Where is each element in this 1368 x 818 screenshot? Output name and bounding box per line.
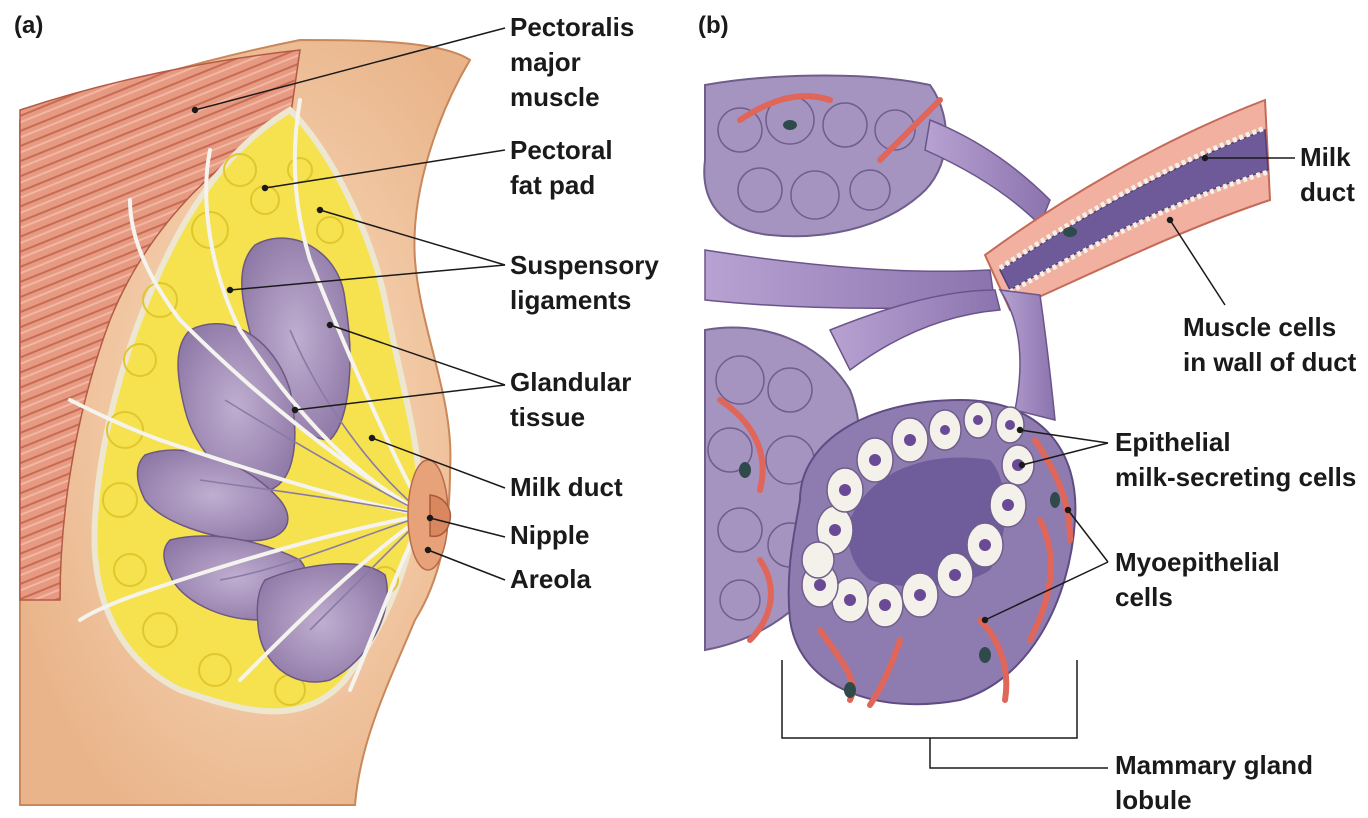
lobule-stalk-duct [998,289,1056,421]
label-nipple: Nipple [510,520,590,550]
label-glandular-tissue: Glandular tissue [510,367,632,432]
label-pectoralis-major-muscle: Pectoralis major muscle [510,12,635,112]
duct-epithelium-beads [998,125,1269,295]
leader-nipple [429,517,506,538]
leader-epithelial-2 [1021,442,1109,466]
label-myoepithelial-cells: Myoepithelial cells [1115,547,1280,612]
leader-milk-duct-a [371,437,506,489]
label-muscle-cells-in-wall-of-duct: Muscle cells in wall of duct [1183,312,1357,377]
lobule-bracket [781,660,1108,769]
panel-b-artwork [703,74,1272,708]
epithelial-cells [801,401,1035,628]
leader-lines [191,27,1295,769]
leader-myoepithelial-2 [984,561,1109,621]
panel-b-tag: (b) [698,12,729,39]
leader-muscle-cells [1169,219,1226,306]
pectoralis-muscle [19,49,301,601]
panel-a-tag: (a) [14,12,44,39]
label-areola: Areola [510,564,591,594]
cell-nuclei [814,415,1024,611]
label-epithelial-milk-secreting-cells: Epithelial milk-secreting cells [1115,427,1357,492]
label-mammary-gland-lobule: Mammary gland lobule [1115,750,1313,815]
leader-glandular-1 [329,324,506,386]
alveoli-clusters [703,74,947,652]
leader-epithelial-1 [1019,429,1109,444]
label-milk-duct-b: Milk duct [1300,142,1355,207]
branch-duct-lower [828,289,1001,372]
alveoli-texture [707,95,916,621]
label-pectoral-fat-pad: Pectoral fat pad [510,135,613,200]
leader-areola [427,549,506,581]
label-suspensory-ligaments: Suspensory ligaments [510,250,659,315]
branch-duct-upper [924,118,1051,227]
nipple [429,494,452,538]
leader-suspensory-2 [229,264,506,291]
label-milk-duct-a: Milk duct [510,472,623,502]
leader-pectoralis [194,27,506,111]
myoepithelial-nuclei [739,120,1077,698]
leader-glandular-2 [294,384,506,411]
leader-fat-pad [264,149,506,189]
lobule-lumen [848,457,1005,587]
panel-a-artwork [19,38,472,806]
leader-suspensory-1 [319,209,506,266]
leader-myoepithelial-1 [1067,509,1109,563]
